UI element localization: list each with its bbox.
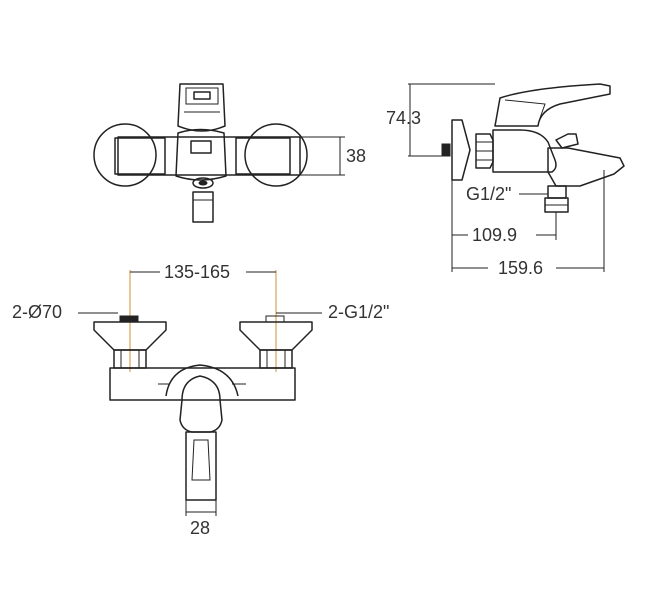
left-flange-circle xyxy=(93,123,157,187)
inlet-nut-side xyxy=(441,143,451,157)
right-nut-facets xyxy=(266,350,286,368)
connection-label: 2-G1/2" xyxy=(328,302,389,322)
top-view: 38 xyxy=(93,83,366,223)
lever-handle-top xyxy=(177,83,226,132)
centers-label: 135-165 xyxy=(164,262,230,282)
center-dome-front xyxy=(165,364,239,397)
outlet-width-label: 28 xyxy=(190,518,210,538)
lever-handle-front xyxy=(179,375,223,433)
spout-side xyxy=(547,147,625,187)
side-view: 74.3 G1/2" 109.9 159.6 xyxy=(386,83,625,278)
aerator-hole xyxy=(198,180,208,186)
indicator-slot xyxy=(193,91,211,100)
flange-label: 2-Ø70 xyxy=(12,302,62,322)
left-nut-facets xyxy=(120,350,140,368)
aerator-outlet xyxy=(192,177,214,189)
front-view: 135-165 2-Ø70 2-G1/2" 28 xyxy=(12,262,389,538)
overall-depth-label: 159.6 xyxy=(498,258,543,278)
left-inlet-nut xyxy=(119,315,139,323)
shower-outlet-side xyxy=(547,185,567,199)
diverter-knob-side xyxy=(555,133,579,149)
lever-handle-inner xyxy=(504,99,546,119)
height-label: 74.3 xyxy=(386,108,421,128)
inlet-thread-label: G1/2" xyxy=(466,184,511,204)
spout-inner-shade xyxy=(191,439,211,481)
mixer-body-front xyxy=(109,367,296,401)
right-eccentric-top xyxy=(235,137,291,175)
spout-front xyxy=(185,431,217,501)
lever-handle-side xyxy=(494,83,611,127)
shower-outlet-top xyxy=(192,191,214,223)
left-eccentric-top xyxy=(114,137,166,175)
mixer-body-top xyxy=(117,136,301,176)
depth-label: 38 xyxy=(346,146,366,166)
nut-facets xyxy=(476,141,493,161)
diverter-knob-top xyxy=(190,140,212,154)
wall-flange-side xyxy=(451,119,471,181)
reach-label: 109.9 xyxy=(472,225,517,245)
right-flange-circle xyxy=(244,123,308,187)
shower-connection-side xyxy=(544,197,569,213)
mixer-body-side xyxy=(492,129,557,173)
right-inlet-nut xyxy=(265,315,285,323)
lever-handle-cap xyxy=(185,87,219,105)
